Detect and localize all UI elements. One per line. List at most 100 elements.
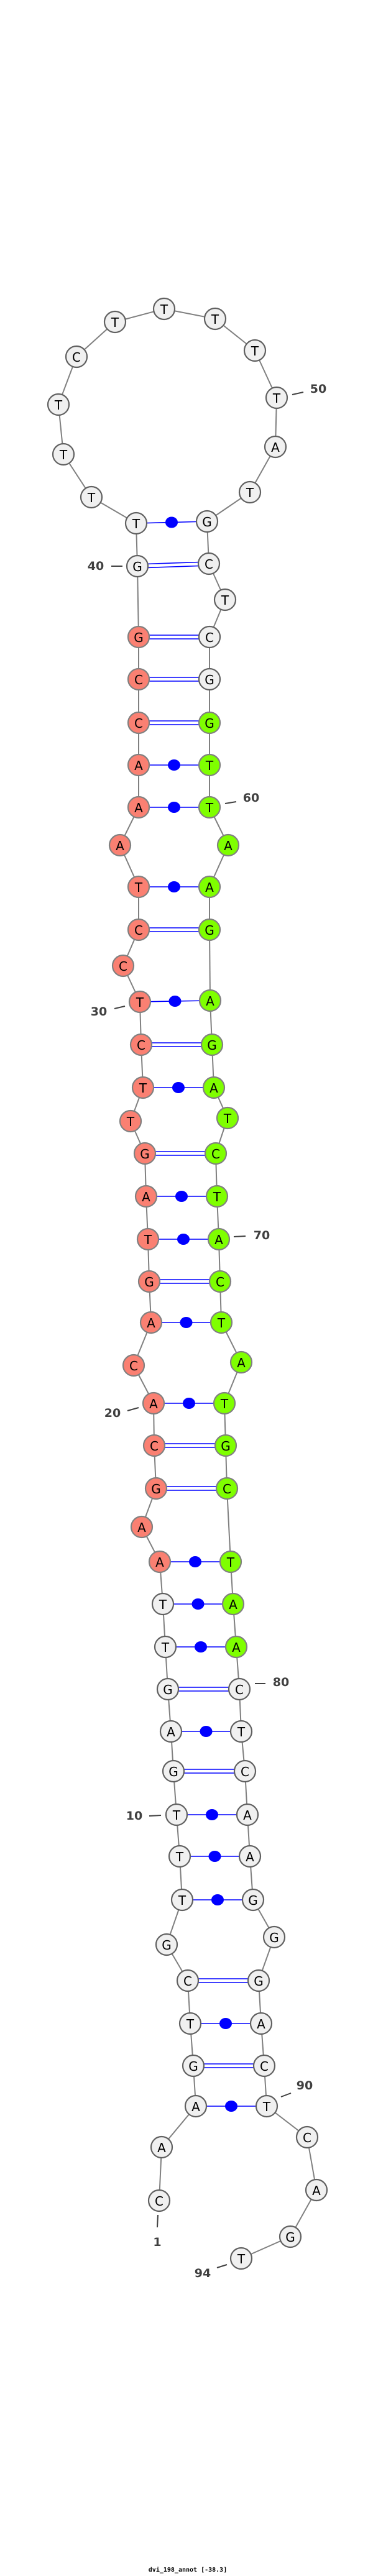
nucleotide-letter: G — [205, 923, 214, 938]
base-pair-22-72 — [151, 1317, 221, 1328]
position-label-10: 10 — [126, 1809, 142, 1823]
nucleotide-letter: T — [251, 344, 259, 359]
nucleotide-84: A — [238, 1845, 262, 1868]
nucleotide-circle — [215, 1477, 239, 1500]
nucleotide-62: A — [198, 875, 221, 899]
nucleotide-circle — [198, 918, 221, 942]
nucleotide-circle — [197, 552, 221, 575]
nucleotide-letter: C — [235, 1682, 244, 1697]
base-pair-23-71 — [149, 1279, 220, 1284]
nucleotide-circle — [137, 1270, 161, 1293]
nucleotide-76: C — [215, 1477, 239, 1500]
nucleotide-circle — [198, 875, 221, 899]
nucleotide-circle — [198, 795, 221, 819]
pair-bond-line — [137, 565, 210, 569]
nucleotide-circle — [151, 1592, 175, 1616]
pair-dot — [208, 1851, 221, 1862]
nucleotide-circle — [204, 1142, 228, 1165]
nucleotide-41: T — [124, 511, 148, 535]
nucleotides: CAAGTCGTTTGAGTTAAGCACAGTAGTTCTCCTAAACCGG… — [47, 297, 328, 2270]
base-pair-25-69 — [146, 1191, 217, 1202]
nucleotide-circle — [142, 1391, 165, 1415]
nucleotide-78: A — [221, 1592, 245, 1616]
nucleotide-63: G — [198, 918, 221, 942]
nucleotide-letter: T — [237, 2252, 246, 2267]
nucleotide-77: T — [219, 1550, 242, 1574]
nucleotide-letter: C — [216, 1275, 224, 1290]
base-pair-40-54 — [137, 561, 210, 569]
nucleotide-circle — [52, 442, 75, 466]
nucleotide-circle — [200, 1033, 224, 1057]
nucleotide-36: A — [127, 753, 150, 777]
nucleotide-letter: G — [248, 1893, 258, 1908]
position-tick — [157, 2214, 159, 2228]
nucleotide-circle — [238, 1845, 262, 1868]
nucleotide-51: A — [264, 435, 287, 459]
base-pair-26-68 — [145, 1151, 216, 1156]
nucleotide-letter: T — [221, 593, 229, 608]
nucleotide-circle — [176, 1969, 200, 1992]
nucleotide-circle — [279, 2225, 302, 2248]
nucleotide-letter: T — [272, 391, 281, 406]
position-tick — [224, 801, 237, 804]
nucleotide-circle — [127, 711, 150, 735]
nucleotide-89: C — [252, 2054, 276, 2078]
nucleotide-circle — [238, 480, 262, 504]
pair-dot — [195, 1641, 207, 1652]
nucleotide-circle — [216, 833, 240, 857]
nucleotide-circle — [198, 711, 221, 735]
nucleotide-letter: C — [137, 1038, 145, 1053]
nucleotide-82: C — [233, 1759, 257, 1783]
nucleotide-37: C — [127, 711, 150, 735]
nucleotide-circle — [133, 1142, 157, 1165]
nucleotide-circle — [236, 1803, 259, 1827]
base-pair-11-82 — [173, 1769, 245, 1774]
nucleotide-33: T — [127, 875, 150, 899]
nucleotide-letter: T — [160, 302, 168, 317]
nucleotide-circle — [241, 1888, 265, 1912]
nucleotide-73: A — [229, 1350, 253, 1374]
base-pair-35-60 — [139, 802, 210, 813]
pair-dot — [172, 1082, 185, 1093]
nucleotide-letter: T — [213, 1189, 221, 1204]
nucleotide-letter: A — [224, 838, 233, 853]
nucleotide-31: C — [111, 954, 135, 978]
nucleotide-circle — [128, 990, 152, 1014]
nucleotide-circle — [207, 1227, 231, 1251]
position-label-70: 70 — [254, 1229, 270, 1242]
nucleotide-25: A — [134, 1185, 158, 1208]
nucleotide-letter: C — [134, 923, 143, 938]
nucleotide-circle — [122, 1354, 145, 1377]
nucleotide-letter: A — [312, 2183, 321, 2198]
nucleotide-20: A — [142, 1391, 165, 1415]
nucleotide-2: A — [150, 2135, 173, 2159]
nucleotide-letter: T — [211, 312, 219, 327]
base-pair-13-80 — [168, 1687, 239, 1692]
nucleotide-68: C — [204, 1142, 228, 1165]
nucleotide-letter: T — [186, 2017, 195, 2032]
nucleotide-circle — [255, 2094, 279, 2118]
position-label-20: 20 — [104, 1406, 121, 1420]
nucleotide-circle — [154, 1635, 177, 1659]
nucleotide-circle — [127, 875, 150, 899]
nucleotide-letter: C — [155, 2194, 163, 2209]
nucleotide-circle — [198, 625, 221, 649]
pair-dot — [165, 516, 178, 528]
nucleotide-3: A — [184, 2094, 208, 2118]
nucleotide-81: T — [229, 1720, 253, 1743]
nucleotide-91: C — [295, 2125, 319, 2149]
base-pair-4-89 — [193, 2063, 264, 2068]
nucleotide-letter: A — [243, 1808, 252, 1823]
nucleotide-circle — [165, 1803, 188, 1827]
nucleotide-circle — [252, 2054, 276, 2078]
nucleotide-letter: C — [211, 1147, 220, 1162]
nucleotide-letter: G — [134, 630, 144, 645]
nucleotide-circle — [148, 1550, 172, 1574]
base-pair-38-57 — [139, 677, 210, 682]
nucleotide-87: G — [247, 1969, 270, 1992]
nucleotide-80: C — [228, 1677, 251, 1701]
nucleotide-letter: A — [149, 1396, 158, 1411]
nucleotide-letter: A — [210, 1081, 218, 1096]
nucleotide-letter: G — [202, 515, 212, 529]
nucleotide-letter: G — [205, 716, 214, 731]
